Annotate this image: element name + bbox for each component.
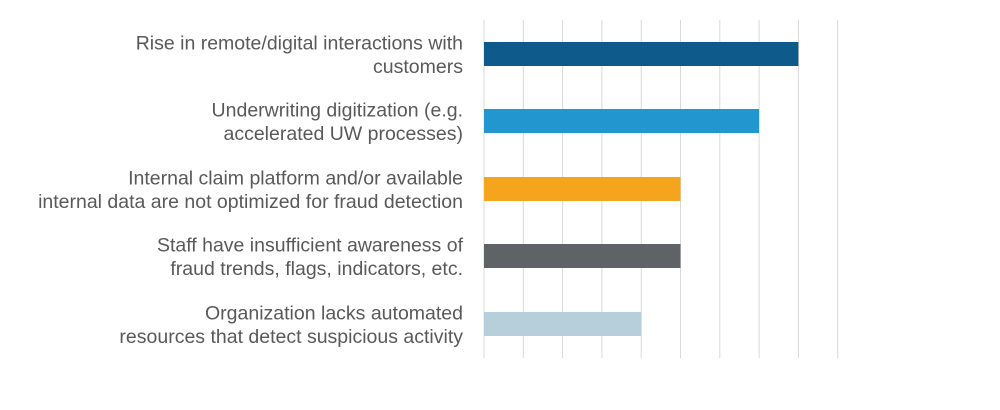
bar-1 xyxy=(484,42,799,66)
category-label-3-line-1: Internal claim platform and/or available xyxy=(128,167,463,189)
category-label-2-line-1: Underwriting digitization (e.g. xyxy=(212,99,463,121)
bar-2 xyxy=(484,109,760,133)
bars xyxy=(484,42,799,336)
category-label-4-line-1: Staff have insufficient awareness of xyxy=(157,234,464,256)
category-label-1-line-2: customers xyxy=(373,56,463,78)
category-label-4-line-2: fraud trends, flags, indicators, etc. xyxy=(170,258,463,280)
category-label-5-line-1: Organization lacks automated xyxy=(205,302,463,324)
category-label-5-line-2: resources that detect suspicious activit… xyxy=(119,326,463,348)
category-label-1-line-1: Rise in remote/digital interactions with xyxy=(136,32,463,54)
category-labels: Rise in remote/digital interactions with… xyxy=(38,32,464,348)
bar-5 xyxy=(484,312,642,336)
category-label-2-line-2: accelerated UW processes) xyxy=(223,123,463,145)
bar-4 xyxy=(484,244,681,268)
category-label-3-line-2: internal data are not optimized for frau… xyxy=(38,191,463,213)
bar-3 xyxy=(484,177,681,201)
